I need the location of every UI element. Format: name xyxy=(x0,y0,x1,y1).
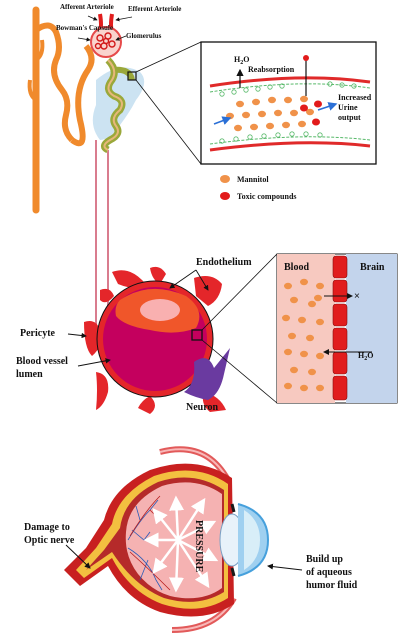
endothelial-cells-column xyxy=(332,255,348,401)
zoom-marker xyxy=(127,71,137,81)
label-afferent-arteriole: Afferent Arteriole xyxy=(60,3,114,11)
label-h2o-brain: H2O xyxy=(358,351,373,362)
label-neuron: Neuron xyxy=(186,402,218,413)
label-blood-vessel-lumen: Blood vessel lumen xyxy=(16,356,70,380)
brain-inset: × Blood Brain H2O xyxy=(276,253,398,404)
legend-swatch-mannitol xyxy=(220,175,230,183)
brain-mannitol-particles xyxy=(282,278,324,392)
label-pericyte: Pericyte xyxy=(20,328,56,339)
mannitol-particles xyxy=(226,95,314,132)
label-blood: Blood xyxy=(284,262,309,273)
brain-panel: Endothelium Pericyte Blood vessel lumen … xyxy=(16,253,398,414)
label-efferent-arteriole: Efferent Arteriole xyxy=(128,5,181,13)
eye-panel: PRESSURE Damage to Optic nerve Build up … xyxy=(24,446,358,633)
toxic-particles xyxy=(300,100,322,126)
legend-swatch-toxic xyxy=(220,192,230,200)
svg-text:×: × xyxy=(354,291,360,302)
glomerulus xyxy=(94,32,116,50)
label-glomerulus: Glomerulus xyxy=(126,32,162,40)
iris xyxy=(230,503,236,577)
kidney-legend: Mannitol Toxic compounds xyxy=(220,175,297,201)
bowmans-capsule xyxy=(90,26,122,58)
label-endothelium: Endothelium xyxy=(196,257,252,268)
label-pressure: PRESSURE xyxy=(193,520,204,573)
legend-label-mannitol: Mannitol xyxy=(237,175,269,184)
label-h2o-kidney: H2O xyxy=(234,55,249,66)
zoom-marker-brain xyxy=(191,329,203,341)
kidney-inset: H2O Reabsorption Increased Urine output xyxy=(200,41,377,165)
pressure-arrows xyxy=(143,495,219,593)
label-bowmans-capsule: Bowman's Capsule xyxy=(56,24,113,32)
legend-label-toxic-compounds: Toxic compounds xyxy=(237,192,297,201)
distal-tubule xyxy=(34,22,75,143)
label-increased-urine-output: Increased Urine output xyxy=(338,93,373,122)
label-damage-optic-nerve: Damage to Optic nerve xyxy=(24,522,75,546)
pericyte-shape xyxy=(84,321,101,356)
label-brain: Brain xyxy=(360,262,385,273)
label-build-up-aqueous: Build up of aqueous humor fluid xyxy=(306,554,358,591)
neuron-shape xyxy=(184,348,230,400)
label-reabsorption: Reabsorption xyxy=(248,65,295,74)
endothelial-foot-right xyxy=(194,276,222,306)
